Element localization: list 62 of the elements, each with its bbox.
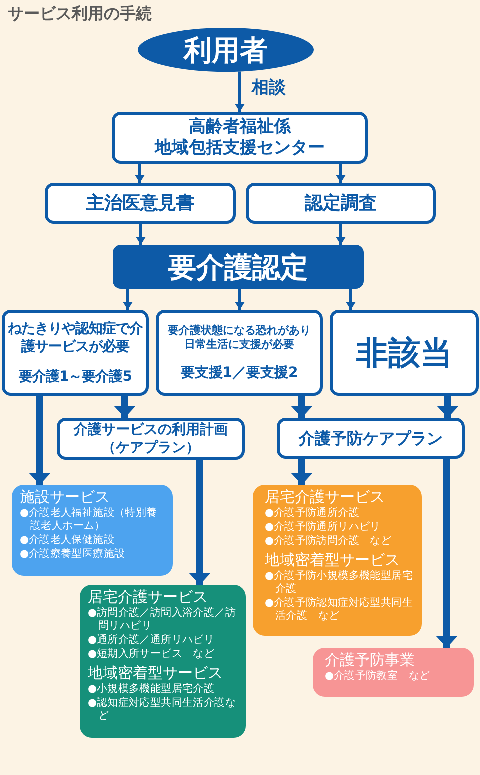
arrow [235, 289, 245, 310]
box-text: 非該当 [356, 333, 452, 373]
box-text: 高齢者福祉係 [189, 117, 291, 138]
list-item: ●介護予防認知症対応型共同生活介護 など [265, 597, 414, 623]
arrow [136, 224, 146, 245]
box-text: 要介護状態になる恐れがあり日常生活に支援が必要 [167, 324, 312, 352]
arrow [291, 459, 313, 485]
arrow [336, 224, 346, 245]
list-item: ●短期入所サービス など [88, 648, 215, 661]
list-item: ●介護予防通所リハビリ [265, 521, 381, 534]
process-box [57, 418, 245, 460]
card-heading: 居宅介護サービス [265, 488, 385, 506]
box-text: 介護予防ケアプラン [299, 428, 443, 448]
service-card [253, 485, 422, 636]
service-card [80, 585, 246, 738]
box-text: 利用者 [184, 32, 268, 68]
arrow [114, 396, 136, 418]
process-box [2, 310, 149, 396]
box-text: ねたきりや認知症で介護サービスが必要 [7, 320, 144, 356]
arrow [235, 72, 245, 112]
arrow [135, 164, 145, 183]
list-item: ●認知症対応型共同生活介護など [88, 697, 237, 723]
card-heading: 介護予防事業 [325, 651, 415, 669]
service-card [12, 485, 173, 576]
service-card [313, 648, 474, 697]
process-box [45, 183, 236, 224]
card-heading: 施設サービス [20, 488, 110, 506]
process-box [113, 245, 364, 289]
list-item: ●訪問介護／訪問入浴介護／訪問リハビリ [88, 607, 237, 633]
list-item: ●介護老人保健施設 [20, 534, 114, 547]
box-text: 地域包括支援センター [155, 138, 325, 159]
edge-label: 相談 [250, 76, 288, 99]
box-text: 介護サービスの利用計画（ケアプラン） [72, 421, 229, 457]
arrow [29, 396, 51, 485]
arrow [123, 289, 133, 310]
card-heading: 居宅介護サービス [88, 588, 208, 606]
arrow [291, 396, 313, 418]
list-item: ●小規模多機能型居宅介護 [88, 683, 215, 696]
list-item: ●介護予防通所介護 [265, 507, 360, 520]
process-box [330, 310, 479, 396]
process-box [277, 418, 465, 459]
arrow [189, 460, 211, 585]
box-text: 要介護1～要介護5 [19, 368, 132, 386]
process-box [246, 183, 436, 224]
process-box [156, 310, 323, 396]
list-item: ●介護予防教室 など [325, 670, 430, 683]
list-item: ●通所介護／通所リハビリ [88, 634, 215, 647]
box-text: 要支援1／要支援2 [180, 364, 298, 382]
list-item: ●介護予防訪問介護 など [265, 535, 392, 548]
card-heading: 地域密着型サービス [88, 664, 223, 682]
list-item: ●介護予防小規模多機能型居宅介護 [265, 570, 414, 596]
process-box [112, 112, 368, 164]
arrow [346, 289, 356, 310]
box-text: 主治医意見書 [86, 192, 194, 215]
box-text: 認定調査 [305, 192, 377, 215]
list-item: ●介護老人福祉施設（特別養護老人ホーム） [20, 507, 158, 533]
arrow [437, 396, 459, 418]
box-text: 要介護認定 [168, 250, 308, 284]
card-heading: 地域密着型サービス [265, 551, 400, 569]
list-item: ●介護療養型医療施設 [20, 548, 126, 561]
title: サービス利用の手続 [8, 4, 152, 25]
arrow [336, 164, 346, 183]
